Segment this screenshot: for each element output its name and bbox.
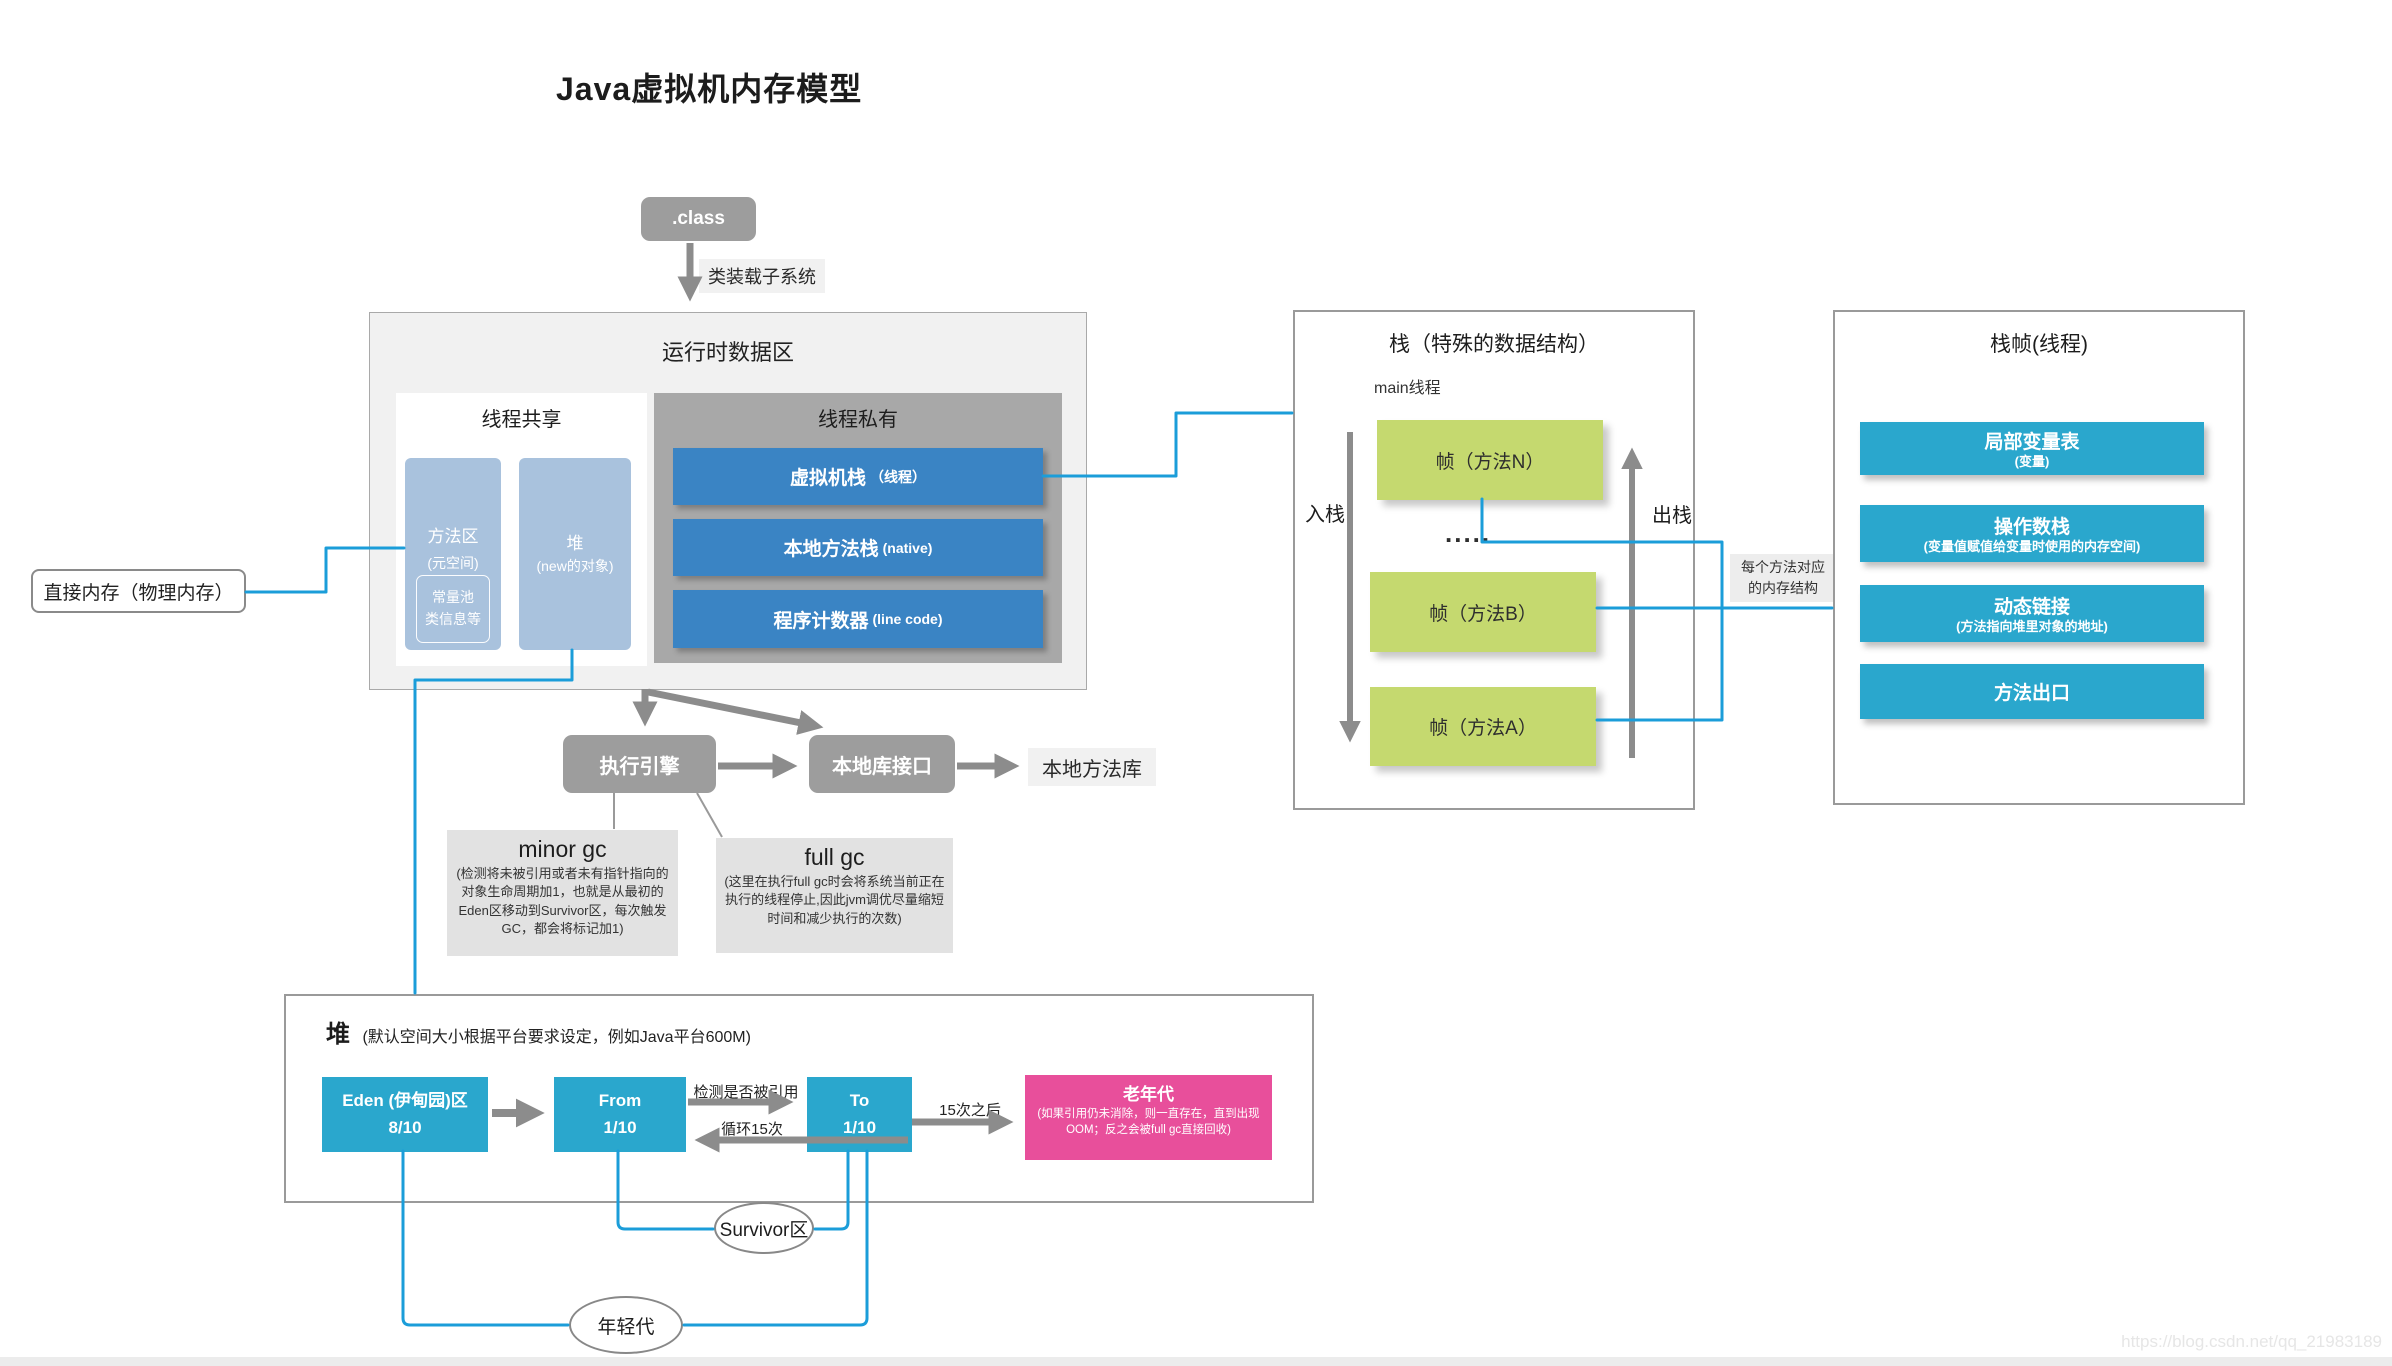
eden-box: Eden (伊甸园)区 8/10 [322,1077,488,1152]
operand-stack-bar: 操作数栈 (变量值赋值给变量时使用的内存空间) [1860,505,2204,562]
direct-memory-box: 直接内存（物理内存） [31,569,246,613]
minor-gc-box: minor gc (检测将未被引用或者未有指针指向的对象生命周期加1，也就是从最… [447,830,678,956]
minor-gc-body: (检测将未被引用或者未有指针指向的对象生命周期加1，也就是从最初的Eden区移动… [456,866,669,937]
old-generation-body: (如果引用仍未消除，则一直存在，直到出现OOM；反之会被full gc直接回收) [1037,1108,1260,1137]
runtime-data-area-title: 运行时数据区 [661,340,794,365]
check-referenced-label: 检测是否被引用 [693,1084,799,1101]
full-gc-box: full gc (这里在执行full gc时会将系统当前正在执行的线程停止,因此… [716,838,953,953]
native-method-stack-bar: 本地方法栈 (native) [673,519,1043,576]
stack-panel: 栈（特殊的数据结构） main线程 帧（方法N） ..... 帧（方法B） 帧（… [1293,310,1695,810]
main-thread-label: main线程 [1374,380,1441,397]
stack-frame-b: 帧（方法B） [1370,572,1596,652]
heap-sublabel: (new的对象) [536,558,614,575]
vm-stack-bar: 虚拟机栈 （线程） [673,448,1043,505]
method-area-sublabel: (元空间) [427,554,479,571]
stack-frame-panel-title: 栈帧(线程) [1990,333,2088,356]
survivor-ellipse: Survivor区 [714,1202,814,1254]
full-gc-body: (这里在执行full gc时会将系统当前正在执行的线程停止,因此jvm调优尽量缩… [724,874,945,926]
old-generation-box: 老年代 (如果引用仍未消除，则一直存在，直到出现OOM；反之会被full gc直… [1025,1075,1272,1160]
push-label: 入栈 [1305,504,1345,526]
thread-private-panel: 线程私有 虚拟机栈 （线程） 本地方法栈 (native) 程序计数器 (lin… [654,393,1062,663]
from-box: From 1/10 [554,1077,686,1152]
class-file-box: .class [641,197,756,241]
minor-gc-title: minor gc [518,836,607,862]
thread-shared-title: 线程共享 [481,409,562,431]
page-title: Java虚拟机内存模型 [556,71,863,107]
young-gen-ellipse: 年轻代 [569,1296,683,1354]
after-15-label: 15次之后 [939,1102,1001,1119]
stack-frame-a: 帧（方法A） [1370,687,1596,766]
program-counter-bar: 程序计数器 (line code) [673,590,1043,648]
to-box: To 1/10 [807,1077,912,1152]
loop-15-label: 循环15次 [721,1121,783,1138]
heap-panel-subtitle: (默认空间大小根据平台要求设定，例如Java平台600M) [362,1029,751,1046]
dynamic-link-bar: 动态链接 (方法指向堆里对象的地址) [1860,585,2204,642]
local-variable-table-bar: 局部变量表 (变量) [1860,422,2204,475]
pop-label: 出栈 [1652,505,1692,527]
runtime-data-area: 运行时数据区 线程共享 方法区 (元空间) 常量池 类信息等 堆 (new的对象… [369,312,1087,690]
execution-engine-box: 执行引擎 [563,735,716,793]
stack-frame-panel: 栈帧(线程) 局部变量表 (变量) 操作数栈 (变量值赋值给变量时使用的内存空间… [1833,310,2245,805]
native-library-label: 本地方法库 [1028,748,1156,786]
heap-panel: 堆 (默认空间大小根据平台要求设定，例如Java平台600M) Eden (伊甸… [284,994,1314,1203]
per-method-structure-note: 每个方法对应 的内存结构 [1730,554,1836,602]
stack-panel-title: 栈（特殊的数据结构） [1389,333,1599,356]
watermark: https://blog.csdn.net/qq_21983189 [2121,1332,2382,1351]
arrow-runtime-to-native-interface [647,688,824,735]
method-exit-bar: 方法出口 [1860,664,2204,719]
line-engine-to-full-gc [696,792,723,838]
old-generation-title: 老年代 [1123,1085,1174,1104]
method-area-box: 方法区 (元空间) 常量池 类信息等 [405,458,501,650]
stack-frame-n: 帧（方法N） [1377,420,1603,500]
heap-label: 堆 [566,533,584,553]
native-interface-box: 本地库接口 [809,735,955,793]
stack-dots: ..... [1445,518,1492,548]
heap-panel-header: 堆 (默认空间大小根据平台要求设定，例如Java平台600M) [326,1014,751,1049]
full-gc-title: full gc [804,844,865,870]
classloader-label: 类装载子系统 [699,259,825,293]
thread-shared-panel: 线程共享 方法区 (元空间) 常量池 类信息等 堆 (new的对象) [396,393,647,666]
heap-box: 堆 (new的对象) [519,458,631,650]
constant-pool-box: 常量池 类信息等 [416,575,490,643]
heap-panel-title: 堆 [326,1021,350,1048]
bottom-strip [0,1357,2392,1366]
thread-private-title: 线程私有 [818,409,898,431]
method-area-label: 方法区 [427,527,479,546]
